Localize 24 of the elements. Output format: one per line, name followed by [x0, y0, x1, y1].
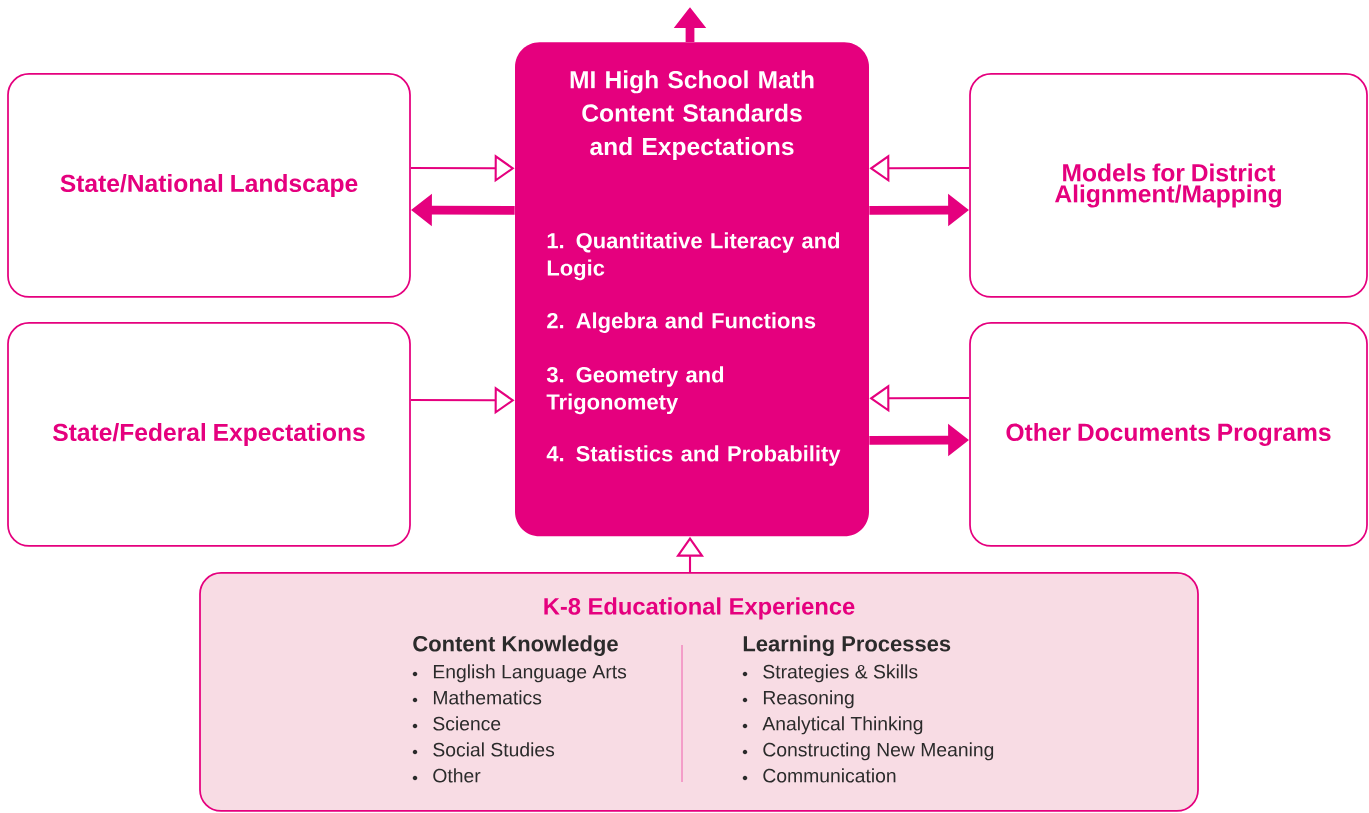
column-heading: Learning Processes: [743, 635, 951, 656]
list-item: Other: [433, 768, 481, 783]
list-item: 1. Quantitative Literacy and Logic: [547, 232, 840, 281]
list-item: English Language Arts: [433, 664, 627, 683]
content-box: Other Documents Programs: [969, 322, 1368, 547]
experience-panel: [199, 572, 1199, 812]
box-title: MI High School Math Content Standards and Expectations: [570, 70, 814, 161]
list-item: Mathematics: [433, 690, 542, 705]
content-box: State/Federal Expectations: [7, 322, 411, 547]
panel-title: K-8 Educational Experience: [544, 597, 855, 620]
list-item: Social Studies: [433, 742, 555, 757]
list-item: Communication: [763, 768, 896, 783]
list-item: Analytical Thinking: [762, 716, 923, 735]
content-box: Models for District Alignment/Mapping: [969, 73, 1368, 298]
list-item: 2. Algebra and Functions: [547, 312, 816, 333]
column-heading: Content Knowledge: [413, 635, 618, 656]
list-item: Science: [433, 716, 501, 731]
standards-box: [515, 42, 869, 537]
list-item: 4. Statistics and Probability: [546, 445, 841, 466]
content-box: State/National Landscape: [7, 73, 411, 298]
list-item: Constructing New Meaning: [763, 742, 994, 761]
list-item: 3. Geometry and Trigonomety: [546, 366, 724, 415]
list-item: Reasoning: [763, 690, 854, 709]
list-item: Strategies & Skills: [763, 664, 918, 683]
